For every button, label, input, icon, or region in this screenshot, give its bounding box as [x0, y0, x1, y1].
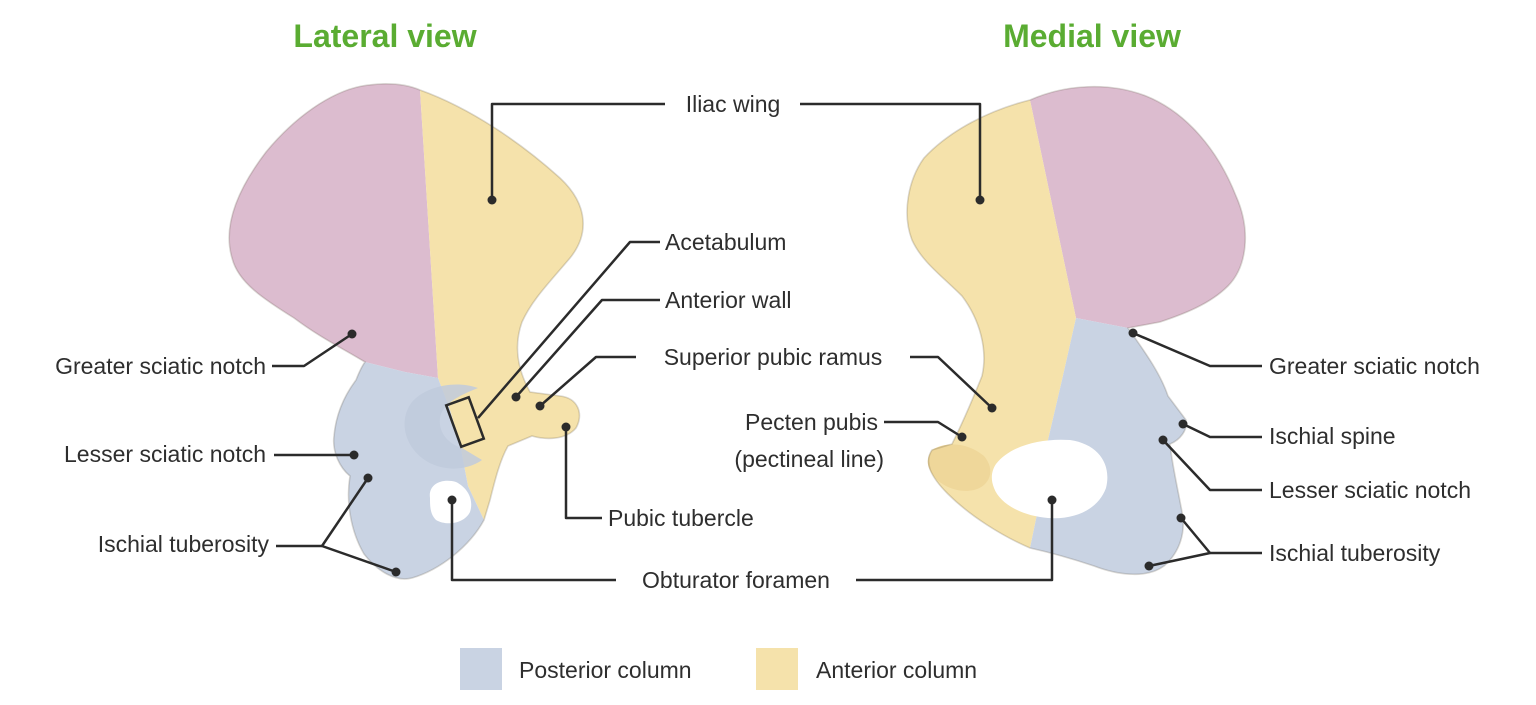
lateral-ischial-tuberosity-dot-lower [391, 567, 401, 577]
lateral-posterior-column-region [333, 362, 484, 579]
label-lateral-greater-sciatic-notch: Greater sciatic notch [55, 353, 266, 379]
label-pecten-pubis: Pecten pubis [745, 409, 878, 435]
superior-pubic-ramus-leader-medial [910, 355, 993, 409]
label-medial-ischial-tuberosity: Ischial tuberosity [1269, 540, 1441, 566]
medial-greater-sciatic-notch-dot [1128, 328, 1138, 338]
lateral-greater-sciatic-notch-leader [272, 332, 353, 368]
label-medial-greater-sciatic-notch: Greater sciatic notch [1269, 353, 1480, 379]
lateral-ischial-tuberosity-leader-upper [320, 477, 370, 547]
anterior-wall-leader [515, 298, 660, 398]
acetabulum-leader [477, 240, 660, 419]
lateral-ilium-posterior-region [229, 83, 438, 379]
legend-label-posterior: Posterior column [519, 657, 692, 683]
lateral-hip-bone [228, 83, 584, 580]
acetabulum-marker-box [444, 395, 486, 449]
legend-swatch-posterior [460, 648, 502, 690]
obturator-foramen-leader-lateral [450, 500, 616, 582]
anterior-wall-dot [511, 392, 521, 402]
lateral-view-title: Lateral view [293, 18, 476, 54]
label-pubic-tubercle: Pubic tubercle [608, 505, 754, 531]
lateral-acetabulum-cup [404, 384, 482, 469]
medial-ilium-posterior-region [1030, 86, 1246, 328]
lateral-ischial-tuberosity-dot-upper [363, 473, 373, 483]
obturator-foramen-dot-lateral [447, 495, 457, 505]
lateral-hip-bone-outline [228, 83, 584, 580]
pubic-tubercle-dot [561, 422, 571, 432]
medial-view-title: Medial view [1003, 18, 1181, 54]
medial-lesser-sciatic-notch-leader [1162, 439, 1262, 492]
label-obturator-foramen: Obturator foramen [642, 567, 830, 593]
medial-hip-bone-outline [906, 85, 1247, 576]
label-superior-pubic-ramus: Superior pubic ramus [664, 344, 883, 370]
legend-swatch-anterior [756, 648, 798, 690]
label-lateral-ischial-tuberosity: Ischial tuberosity [98, 531, 270, 557]
labels: Iliac wing Acetabulum Anterior wall Supe… [55, 91, 1480, 593]
lateral-greater-sciatic-notch-dot [347, 329, 357, 339]
label-medial-lesser-sciatic-notch: Lesser sciatic notch [1269, 477, 1471, 503]
medial-ischial-tuberosity-dot-lower [1144, 561, 1154, 571]
label-lateral-lesser-sciatic-notch: Lesser sciatic notch [64, 441, 266, 467]
medial-lesser-sciatic-notch-dot [1158, 435, 1168, 445]
lateral-anterior-column-region [420, 90, 584, 520]
medial-ischial-spine-dot [1178, 419, 1188, 429]
legend: Posterior column Anterior column [460, 648, 977, 690]
medial-greater-sciatic-notch-leader [1132, 331, 1262, 368]
pubic-tubercle-leader [564, 427, 602, 520]
leader-lines [272, 102, 1262, 582]
medial-ischial-spine-leader [1182, 422, 1262, 439]
label-pecten-pubis-alt: (pectineal line) [734, 446, 884, 472]
superior-pubic-ramus-dot-medial [987, 403, 997, 413]
iliac-wing-dot-lateral [487, 195, 497, 205]
iliac-wing-dot-medial [975, 195, 985, 205]
lateral-lesser-sciatic-notch-dot [349, 450, 359, 460]
label-medial-ischial-spine: Ischial spine [1269, 423, 1396, 449]
pecten-pubis-dot [957, 432, 967, 442]
medial-pubic-body [927, 444, 991, 491]
lateral-ischial-tuberosity-leader-lower [321, 544, 397, 574]
pecten-pubis-leader [884, 420, 963, 439]
obturator-foramen-leader-medial [856, 500, 1054, 582]
superior-pubic-ramus-dot-lateral [535, 401, 545, 411]
medial-ischial-tuberosity-leader-lower [1148, 551, 1211, 568]
superior-pubic-ramus-leader-lateral [539, 355, 636, 407]
iliac-wing-leader-lateral [490, 102, 665, 200]
label-anterior-wall: Anterior wall [665, 287, 792, 313]
medial-anterior-column-region [907, 100, 1076, 548]
label-acetabulum: Acetabulum [665, 229, 786, 255]
iliac-wing-leader-medial [800, 102, 982, 200]
medial-ischial-tuberosity-leader-upper [1180, 517, 1211, 554]
legend-label-anterior: Anterior column [816, 657, 977, 683]
obturator-foramen-dot-medial [1047, 495, 1057, 505]
medial-obturator-foramen-hole [991, 439, 1108, 519]
label-iliac-wing: Iliac wing [686, 91, 781, 117]
medial-ischial-tuberosity-dot-upper [1176, 513, 1186, 523]
medial-hip-bone [906, 85, 1247, 576]
